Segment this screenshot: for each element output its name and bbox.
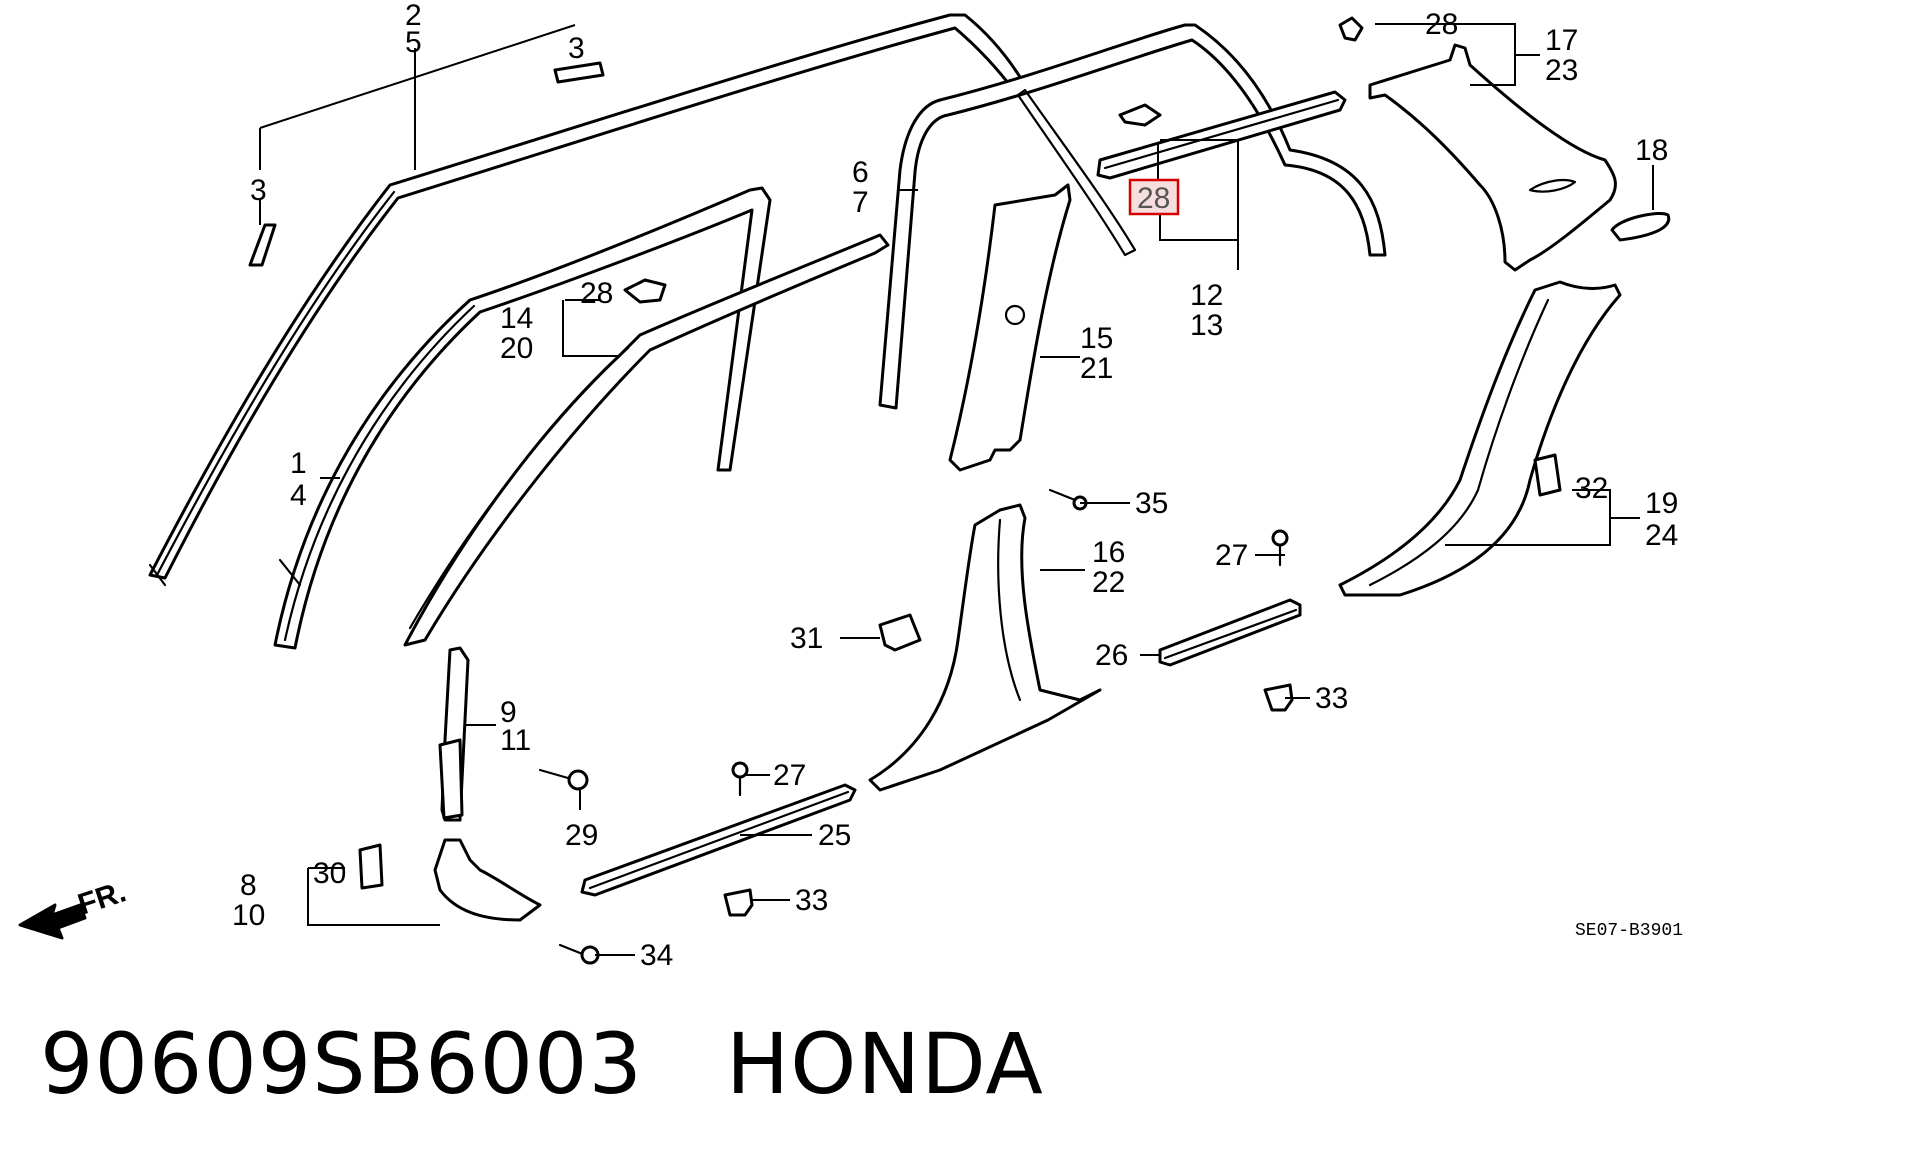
part-8-kick-panel xyxy=(433,838,542,922)
part-1-door-sash xyxy=(273,186,772,650)
label-17: 17 xyxy=(1545,24,1578,57)
label-11: 11 xyxy=(500,724,531,757)
label-8: 8 xyxy=(240,869,257,902)
callout-labels: 2 5 3 3 1 4 28 14 20 6 7 28 12 13 28 17 … xyxy=(232,0,1683,972)
clip-28-pillar xyxy=(623,278,667,304)
part-26-sill-plate-rear xyxy=(1158,598,1302,667)
part-12-garnish xyxy=(1096,90,1347,180)
part-15-center-pillar-upper xyxy=(948,183,1072,472)
label-10: 10 xyxy=(232,899,265,932)
label-3-top: 3 xyxy=(568,32,585,65)
screw-34 xyxy=(558,943,600,965)
clip-32 xyxy=(1533,453,1562,497)
label-6: 6 xyxy=(852,156,869,189)
label-1: 1 xyxy=(290,447,307,480)
part-16-center-pillar-lower xyxy=(868,503,1102,792)
label-25: 25 xyxy=(818,819,851,852)
label-31: 31 xyxy=(790,622,823,655)
label-24: 24 xyxy=(1645,519,1678,552)
label-34: 34 xyxy=(640,939,673,972)
label-32: 32 xyxy=(1575,472,1608,505)
screw-27b xyxy=(731,761,749,797)
screw-27a xyxy=(1271,529,1289,567)
label-12: 12 xyxy=(1190,279,1223,312)
part-6-rear-door-sash xyxy=(878,23,1387,410)
label-22: 22 xyxy=(1092,566,1125,599)
part-number: 90609SB6003 xyxy=(40,1015,643,1113)
clip-30 xyxy=(358,843,384,890)
fasteners xyxy=(358,16,1562,965)
front-label: FR. xyxy=(74,875,130,921)
part-9-strip xyxy=(438,646,470,822)
label-7: 7 xyxy=(852,186,869,219)
part-14-pillar-garnish xyxy=(403,233,890,647)
label-9: 9 xyxy=(500,696,517,729)
screw-35 xyxy=(1048,488,1088,511)
label-27-left: 27 xyxy=(773,759,806,792)
label-28-highlight: 28 xyxy=(1137,182,1170,215)
label-35: 35 xyxy=(1135,487,1168,520)
label-28-top: 28 xyxy=(1425,8,1458,41)
screw-29 xyxy=(538,768,589,791)
label-21: 21 xyxy=(1080,352,1113,385)
label-28-pillar: 28 xyxy=(580,277,613,310)
clip-31 xyxy=(878,613,922,652)
part-25-sill-plate xyxy=(580,783,857,897)
nut-33b xyxy=(723,888,754,917)
part-17-quarter-trim xyxy=(1368,43,1617,272)
label-29: 29 xyxy=(565,819,598,852)
caption: 90609SB6003 HONDA xyxy=(40,1015,1044,1113)
label-2: 2 xyxy=(405,0,422,32)
highlighted-callout-28: 28 xyxy=(1128,178,1180,216)
label-19: 19 xyxy=(1645,487,1678,520)
label-26: 26 xyxy=(1095,639,1128,672)
clip-28-top xyxy=(1338,16,1364,42)
front-arrow: FR. xyxy=(18,875,130,940)
nut-33a xyxy=(1263,683,1294,712)
label-16: 16 xyxy=(1092,536,1125,569)
label-3-left: 3 xyxy=(250,174,267,207)
label-23: 23 xyxy=(1545,54,1578,87)
label-14: 14 xyxy=(500,302,533,335)
diagram-code: SE07-B3901 xyxy=(1575,921,1683,941)
label-4: 4 xyxy=(290,479,307,512)
part-3-clip xyxy=(248,61,605,267)
label-18: 18 xyxy=(1635,134,1668,167)
clip-28-garnish xyxy=(1118,103,1162,127)
label-33-left: 33 xyxy=(795,884,828,917)
leader-lines xyxy=(259,23,1654,956)
label-13: 13 xyxy=(1190,309,1223,342)
part-18-grommet xyxy=(1610,211,1671,242)
part-19-rear-pillar xyxy=(1338,280,1622,597)
label-33-right: 33 xyxy=(1315,682,1348,715)
brand-name: HONDA xyxy=(726,1015,1044,1113)
label-30: 30 xyxy=(313,857,346,890)
label-15: 15 xyxy=(1080,322,1113,355)
label-5: 5 xyxy=(405,26,422,59)
label-27-right: 27 xyxy=(1215,539,1248,572)
label-20: 20 xyxy=(500,332,533,365)
